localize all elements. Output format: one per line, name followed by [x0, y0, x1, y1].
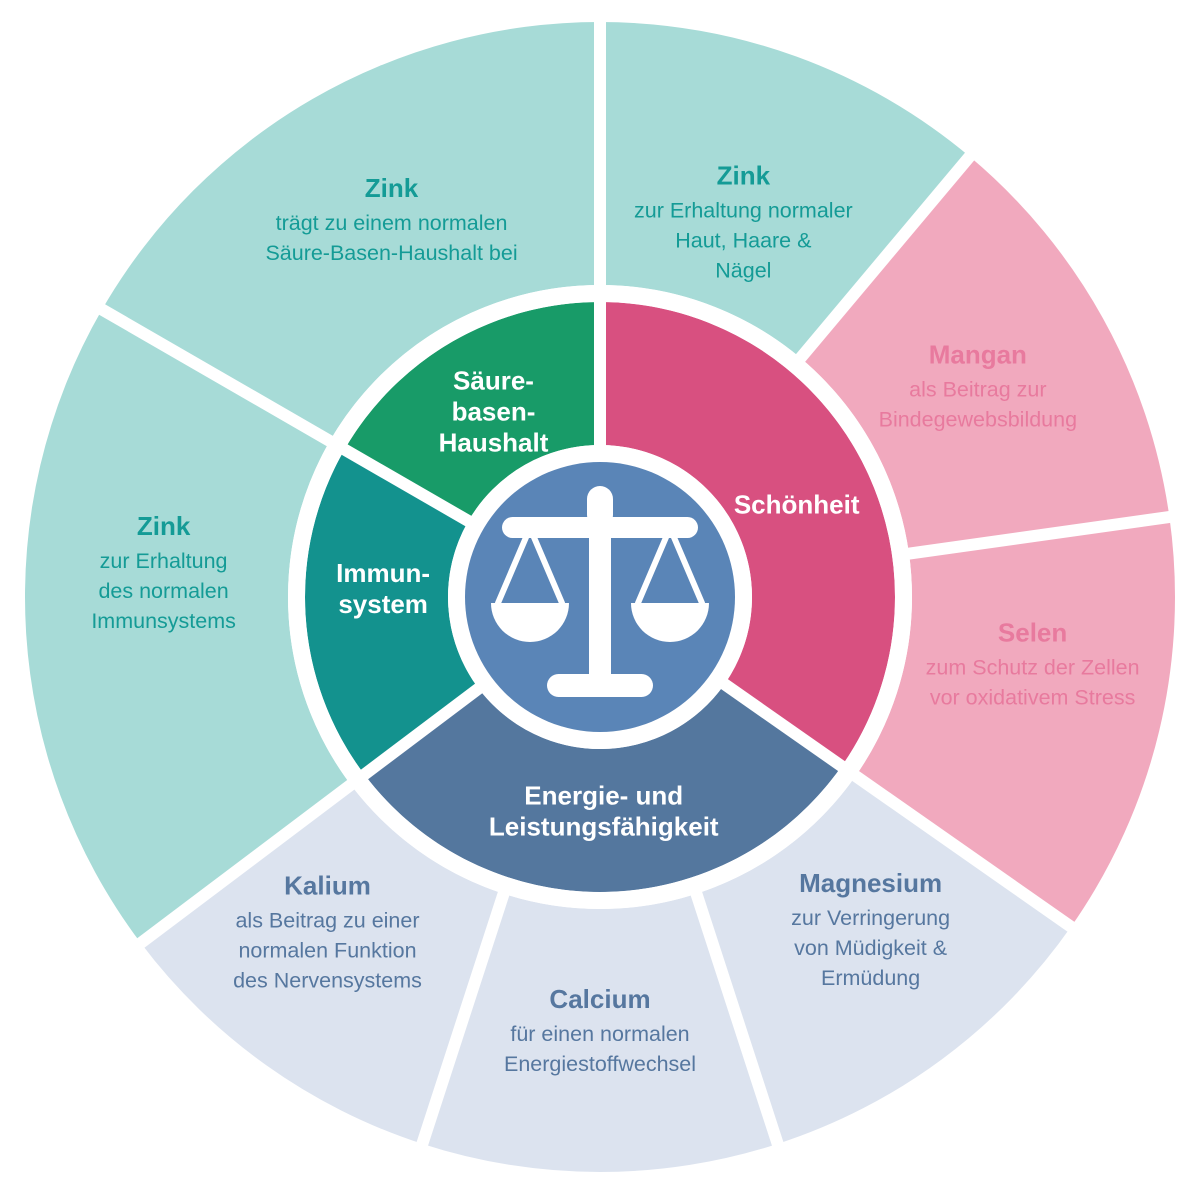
- inner-label-schoenheit: Schönheit: [734, 489, 860, 519]
- segment-divider: [127, 675, 493, 956]
- inner-segment-energie: [364, 684, 842, 892]
- segment-divider: [686, 879, 788, 1158]
- outer-segment-calcium: [422, 893, 778, 1173]
- outer-segment-zink-saeure-basen: [102, 22, 600, 441]
- scale-strings: [495, 525, 705, 606]
- ring-gap-inner: [448, 445, 752, 749]
- outer-segment-kalium: [140, 784, 504, 1144]
- segment-divider: [88, 298, 483, 533]
- inner-label-immunsystem: Immun-system: [336, 558, 430, 619]
- outer-segment-selen: [855, 516, 1175, 927]
- segment-divider: [895, 509, 1183, 562]
- scale-left-pan: [491, 603, 569, 642]
- segment-divider: [710, 671, 1085, 939]
- ring-gap-outer: [288, 285, 912, 909]
- inner-segment-schoenheit: [600, 302, 895, 767]
- segment-divider: [412, 879, 514, 1158]
- outer-segment-zink-immunsystem: [24, 309, 351, 944]
- inner-label-saeure-basen-haushalt: Säure-basen-Haushalt: [439, 366, 549, 458]
- outer-segment-zink-haut-haare-naegel: [600, 22, 970, 358]
- inner-segment-immunsystem: [304, 449, 479, 775]
- balance-scale-icon: [491, 486, 709, 697]
- segment-divider: [787, 143, 982, 372]
- scale-right-pan: [631, 603, 709, 642]
- inner-segment-saeure-basen-haushalt: [344, 302, 600, 521]
